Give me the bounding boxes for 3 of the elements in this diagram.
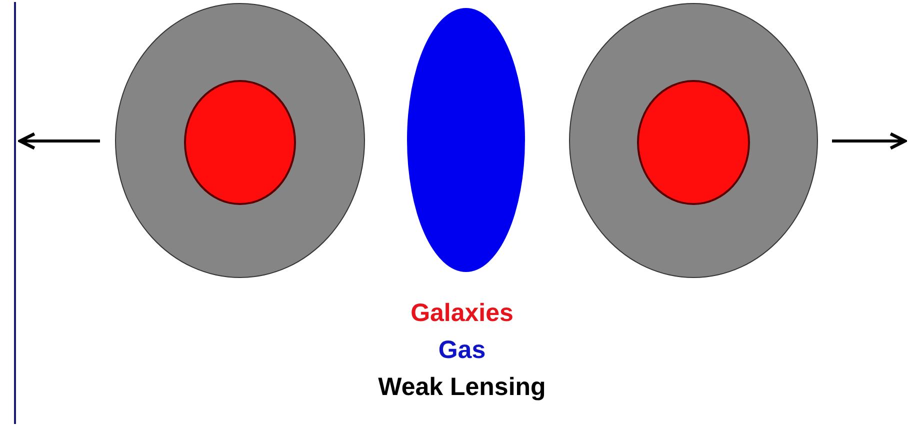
legend-text: Weak Lensing [378, 373, 546, 401]
legend-text: Gas [438, 336, 486, 364]
legend-text: Galaxies [410, 299, 514, 327]
